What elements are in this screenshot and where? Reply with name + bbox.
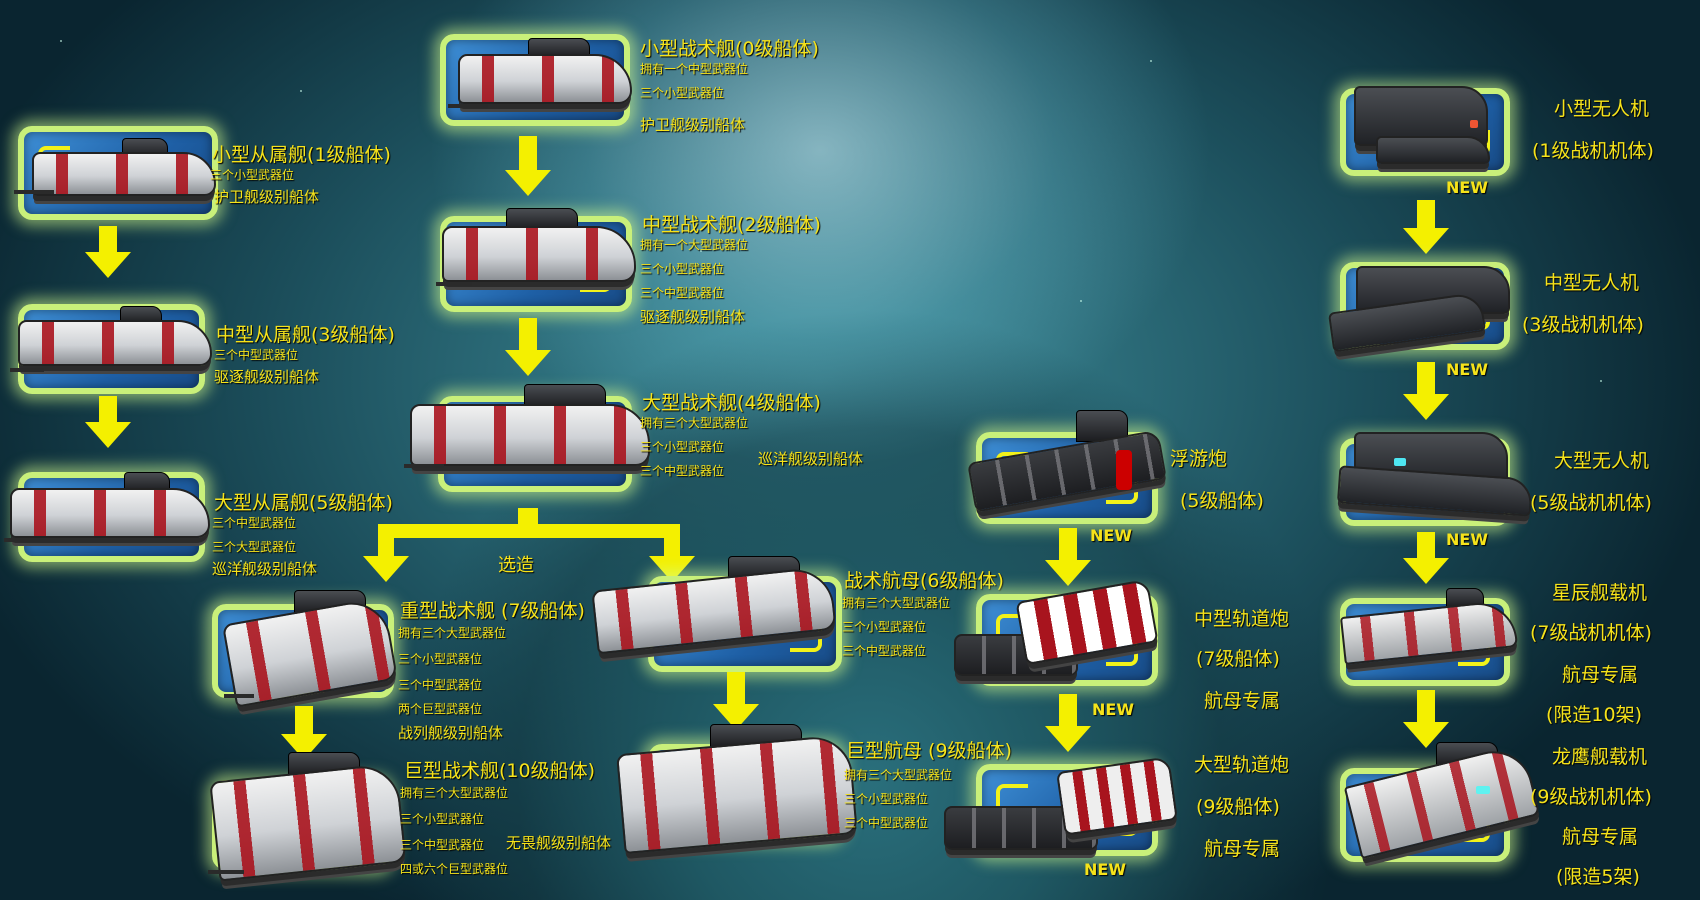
medium-railgun-new-badge: NEW bbox=[1092, 700, 1134, 719]
tactical-medium-weapon-3: 三个中型武器位 bbox=[640, 286, 725, 300]
fighter-star-tier: (7级战机机体) bbox=[1530, 622, 1652, 644]
star-decoration bbox=[1150, 60, 1152, 62]
fighter-dragon-name: 龙鹰舰载机 bbox=[1552, 746, 1648, 768]
tactical-carrier-name: 战术航母(6级船体) bbox=[844, 570, 1004, 592]
branch-arrow-icon bbox=[380, 524, 680, 538]
drone-medium-new-badge: NEW bbox=[1446, 360, 1488, 379]
medium-railgun-name: 中型轨道炮 bbox=[1194, 608, 1290, 630]
branch-left-shaft bbox=[378, 524, 394, 558]
tactical-heavy-weapon-1: 拥有三个大型武器位 bbox=[398, 626, 507, 640]
escort-medium-weapon: 三个中型武器位 bbox=[214, 348, 299, 362]
branch-stem bbox=[518, 508, 538, 526]
tactical-giant-weapon-1: 拥有三个大型武器位 bbox=[400, 786, 509, 800]
drone-medium-tier: (3级战机机体) bbox=[1522, 314, 1644, 336]
tactical-giant-weapon-2: 三个小型武器位 bbox=[400, 812, 485, 826]
giant-carrier-weapon-2: 三个小型武器位 bbox=[844, 792, 929, 806]
tactical-heavy-class: 战列舰级别船体 bbox=[398, 724, 504, 742]
tactical-carrier-weapon-3: 三个中型武器位 bbox=[842, 644, 927, 658]
tactical-giant-class: 无畏舰级别船体 bbox=[506, 834, 612, 852]
drone-large-name: 大型无人机 bbox=[1554, 450, 1650, 472]
star-decoration bbox=[60, 40, 62, 42]
tactical-carrier-weapon-1: 拥有三个大型武器位 bbox=[842, 596, 951, 610]
tactical-giant-weapon-4: 四或六个巨型武器位 bbox=[400, 862, 509, 876]
fighter-dragon-tier: (9级战机机体) bbox=[1530, 786, 1652, 808]
star-decoration bbox=[300, 90, 302, 92]
escort-large-class: 巡洋舰级别船体 bbox=[212, 560, 318, 578]
floating-cannon-new-badge: NEW bbox=[1090, 526, 1132, 545]
tactical-heavy-name: 重型战术舰 (7级船体) bbox=[400, 600, 585, 622]
large-railgun-tier: (9级船体) bbox=[1196, 796, 1280, 818]
branch-right-shaft bbox=[664, 524, 680, 558]
tactical-small-weapon-1: 拥有一个中型武器位 bbox=[640, 62, 749, 76]
tactical-large-class: 巡洋舰级别船体 bbox=[758, 450, 864, 468]
fighter-dragon-note: 航母专属 bbox=[1562, 826, 1639, 848]
escort-small-weapon: 三个小型武器位 bbox=[210, 168, 295, 182]
escort-small-class: 护卫舰级别船体 bbox=[214, 188, 320, 206]
escort-small-name: 小型从属舰(1级船体) bbox=[212, 144, 391, 166]
escort-large-name: 大型从属舰(5级船体) bbox=[214, 492, 393, 514]
branch-choose-label: 选造 bbox=[498, 555, 534, 576]
escort-medium-class: 驱逐舰级别船体 bbox=[214, 368, 320, 386]
tactical-medium-weapon-1: 拥有一个大型武器位 bbox=[640, 238, 749, 252]
star-decoration bbox=[1600, 380, 1602, 382]
medium-railgun-note: 航母专属 bbox=[1204, 690, 1281, 712]
tactical-small-name: 小型战术舰(0级船体) bbox=[640, 38, 819, 60]
escort-medium-name: 中型从属舰(3级船体) bbox=[216, 324, 395, 346]
escort-large-weapon-2: 三个大型武器位 bbox=[212, 540, 297, 554]
large-railgun-note: 航母专属 bbox=[1204, 838, 1281, 860]
drone-medium-name: 中型无人机 bbox=[1544, 272, 1640, 294]
escort-large-weapon-1: 三个中型武器位 bbox=[212, 516, 297, 530]
star-decoration bbox=[1080, 300, 1082, 302]
drone-small-tier: (1级战机机体) bbox=[1532, 140, 1654, 162]
drone-large-tier: (5级战机机体) bbox=[1530, 492, 1652, 514]
fighter-star-note: 航母专属 bbox=[1562, 664, 1639, 686]
tactical-small-weapon-2: 三个小型武器位 bbox=[640, 86, 725, 100]
tactical-large-weapon-2: 三个小型武器位 bbox=[640, 440, 725, 454]
large-railgun-name: 大型轨道炮 bbox=[1194, 754, 1290, 776]
tactical-heavy-weapon-2: 三个小型武器位 bbox=[398, 652, 483, 666]
tactical-small-class: 护卫舰级别船体 bbox=[640, 116, 746, 134]
drone-small-new-badge: NEW bbox=[1446, 178, 1488, 197]
tactical-giant-name: 巨型战术舰(10级船体) bbox=[404, 760, 596, 782]
tactical-medium-class: 驱逐舰级别船体 bbox=[640, 308, 746, 326]
tactical-large-name: 大型战术舰(4级船体) bbox=[642, 392, 821, 414]
drone-large-new-badge: NEW bbox=[1446, 530, 1488, 549]
tactical-heavy-weapon-4: 两个巨型武器位 bbox=[398, 702, 483, 716]
star-decoration bbox=[240, 560, 242, 562]
tactical-medium-name: 中型战术舰(2级船体) bbox=[642, 214, 821, 236]
floating-cannon-name: 浮游炮 bbox=[1170, 448, 1228, 470]
tactical-giant-weapon-3: 三个中型武器位 bbox=[400, 838, 485, 852]
tactical-large-weapon-1: 拥有三个大型武器位 bbox=[640, 416, 749, 430]
tactical-large-weapon-3: 三个中型武器位 bbox=[640, 464, 725, 478]
fighter-star-limit: (限造10架) bbox=[1546, 704, 1643, 726]
tactical-carrier-weapon-2: 三个小型武器位 bbox=[842, 620, 927, 634]
fighter-dragon-limit: (限造5架) bbox=[1556, 866, 1640, 888]
drone-small-name: 小型无人机 bbox=[1554, 98, 1650, 120]
star-decoration bbox=[700, 250, 702, 252]
giant-carrier-name: 巨型航母 (9级船体) bbox=[846, 740, 1012, 762]
tactical-medium-weapon-2: 三个小型武器位 bbox=[640, 262, 725, 276]
floating-cannon-tier: (5级船体) bbox=[1180, 490, 1264, 512]
giant-carrier-weapon-1: 拥有三个大型武器位 bbox=[844, 768, 953, 782]
tactical-heavy-weapon-3: 三个中型武器位 bbox=[398, 678, 483, 692]
large-railgun-new-badge: NEW bbox=[1084, 860, 1126, 879]
fighter-star-name: 星辰舰载机 bbox=[1552, 582, 1648, 604]
giant-carrier-weapon-3: 三个中型武器位 bbox=[844, 816, 929, 830]
medium-railgun-tier: (7级船体) bbox=[1196, 648, 1280, 670]
